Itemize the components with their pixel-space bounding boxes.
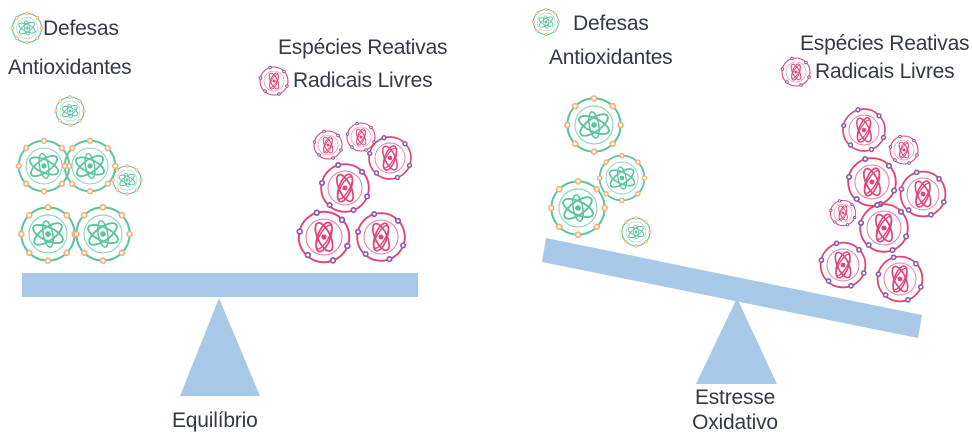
antioxidant-molecule-icon: [111, 164, 143, 196]
free-radical-legend-icon: [780, 56, 811, 87]
right-reactive-label-1: Espécies Reativas: [800, 32, 970, 55]
free-radical-molecule-icon: [354, 210, 407, 263]
free-radical-legend-icon: [258, 65, 289, 96]
antioxidant-molecule-icon: [596, 152, 648, 204]
left-antioxidant-group: [15, 95, 143, 265]
free-radical-molecule-icon: [840, 106, 887, 153]
right-beam: [542, 238, 922, 338]
right-antioxidant-label-1: Defesas: [573, 12, 649, 35]
antioxidant-molecule-icon: [54, 95, 86, 127]
left-state-label: Equilíbrio: [172, 409, 258, 432]
antioxidant-legend-icon: [10, 11, 44, 45]
free-radical-molecule-icon: [318, 161, 371, 214]
right-antioxidant-label-2: Antioxidantes: [549, 46, 673, 69]
antioxidant-molecule-icon: [17, 203, 79, 265]
left-antioxidant-label-2: Antioxidantes: [8, 56, 132, 79]
antioxidant-molecule-icon: [620, 216, 652, 248]
free-radical-molecule-icon: [857, 201, 910, 254]
free-radical-molecule-icon: [296, 209, 351, 264]
right-balance: [531, 7, 947, 384]
left-beam: [22, 273, 418, 297]
left-antioxidant-label-1: Defesas: [43, 17, 119, 40]
free-radical-molecule-icon: [312, 129, 343, 160]
left-balance: [10, 11, 418, 396]
left-reactive-label-1: Espécies Reativas: [278, 36, 448, 59]
free-radical-molecule-icon: [829, 199, 857, 227]
right-fulcrum: [696, 298, 777, 384]
free-radical-molecule-icon: [345, 121, 376, 152]
free-radical-molecule-icon: [888, 134, 919, 165]
right-state-label-2: Oxidativo: [692, 411, 778, 434]
left-radical-group: [296, 121, 413, 264]
right-antioxidant-group: [531, 7, 652, 248]
free-radical-molecule-icon: [898, 169, 947, 218]
antioxidant-molecule-icon: [563, 94, 625, 156]
free-radical-molecule-icon: [845, 155, 898, 208]
right-reactive-label-2: Radicais Livres: [815, 60, 955, 83]
antioxidant-molecule-icon: [547, 177, 609, 239]
right-radical-group: [818, 106, 947, 303]
antioxidant-molecule-icon: [72, 203, 134, 265]
free-radical-molecule-icon: [875, 254, 924, 303]
free-radical-molecule-icon: [818, 240, 867, 289]
left-fulcrum: [180, 298, 260, 396]
right-state-label-1: Estresse: [694, 386, 776, 409]
left-reactive-label-2: Radicais Livres: [293, 69, 433, 92]
antioxidant-molecule-icon: [531, 7, 561, 37]
